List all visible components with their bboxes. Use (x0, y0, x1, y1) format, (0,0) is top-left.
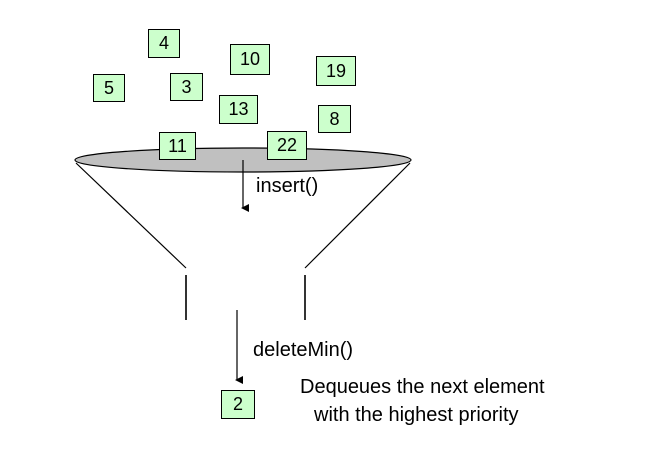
insert-label: insert() (256, 175, 319, 197)
delete-min-label: deleteMin() (253, 339, 354, 361)
element-box: 4 (148, 29, 180, 58)
description-line-1: Dequeues the next element (300, 376, 545, 398)
funnel-left-wall (75, 162, 187, 269)
element-box: 13 (219, 95, 258, 124)
element-box: 10 (230, 44, 270, 75)
element-box: 3 (170, 73, 203, 101)
description-line-2: with the highest priority (314, 404, 519, 426)
element-box: 19 (316, 56, 356, 86)
element-box: 22 (267, 131, 307, 160)
element-box: 11 (159, 132, 196, 160)
description-text: Dequeues the next element with the highe… (300, 373, 545, 429)
output-element-box: 2 (221, 390, 255, 419)
funnel-right-wall (304, 162, 411, 269)
element-box: 5 (93, 74, 125, 102)
element-box: 8 (318, 105, 351, 133)
